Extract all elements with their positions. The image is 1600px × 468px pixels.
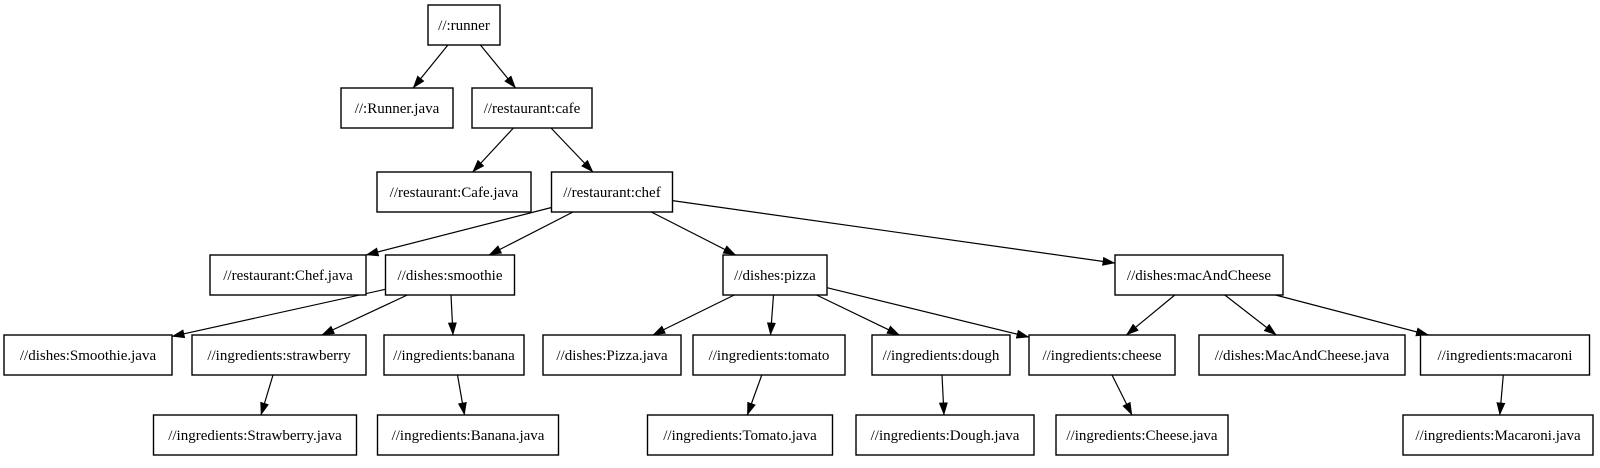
- node-label-dough: //ingredients:dough: [883, 348, 1000, 364]
- edge-pizza-to-dough: [816, 294, 900, 336]
- node-label-banana_java: //ingredients:Banana.java: [392, 428, 545, 444]
- node-box-dough: [871, 334, 1011, 376]
- node-label-smoothie_java: //dishes:Smoothie.java: [20, 348, 157, 364]
- node-runner_java: //:Runner.java: [340, 87, 454, 129]
- node-cheese: //ingredients:cheese: [1028, 334, 1176, 376]
- edge-cafe-to-chef: [550, 127, 594, 173]
- node-box-runner_java: [340, 87, 454, 129]
- node-label-macaroni_java: //ingredients:Macaroni.java: [1415, 428, 1581, 444]
- nodes-layer: //:runner //:Runner.java //restaurant:cafe…: [3, 4, 1594, 456]
- node-macandcheese_java: //dishes:MacAndCheese.java: [1198, 334, 1406, 376]
- node-box-smoothie_java: [3, 334, 173, 376]
- node-runner: //:runner: [427, 4, 501, 46]
- node-box-chef: [550, 171, 674, 213]
- node-box-macaroni_java: [1402, 414, 1594, 456]
- edge-macandcheese-to-cheese: [1125, 294, 1176, 336]
- node-label-dough_java: //ingredients:Dough.java: [871, 428, 1020, 444]
- node-box-tomato: [692, 334, 846, 376]
- node-box-cafe: [471, 87, 593, 129]
- edge-runner-to-cafe: [479, 44, 517, 89]
- node-box-pizza: [722, 254, 828, 296]
- node-box-macandcheese: [1114, 254, 1284, 296]
- node-macandcheese: //dishes:macAndCheese: [1114, 254, 1284, 296]
- node-label-macandcheese_java: //dishes:MacAndCheese.java: [1215, 348, 1390, 364]
- node-label-banana: //ingredients:banana: [393, 348, 515, 364]
- node-pizza_java: //dishes:Pizza.java: [542, 334, 682, 376]
- edge-strawberry-to-strawberry_java: [260, 374, 274, 416]
- node-label-tomato: //ingredients:tomato: [709, 348, 830, 364]
- node-banana_java: //ingredients:Banana.java: [376, 414, 560, 456]
- node-cafe_java: //restaurant:Cafe.java: [376, 171, 532, 213]
- edge-smoothie-to-strawberry: [321, 294, 408, 336]
- node-smoothie_java: //dishes:Smoothie.java: [3, 334, 173, 376]
- node-label-chef_java: //restaurant:Chef.java: [223, 268, 353, 284]
- node-macaroni_java: //ingredients:Macaroni.java: [1402, 414, 1594, 456]
- node-box-tomato_java: [646, 414, 834, 456]
- node-strawberry: //ingredients:strawberry: [191, 334, 367, 376]
- node-label-cafe_java: //restaurant:Cafe.java: [390, 185, 519, 201]
- node-label-macaroni: //ingredients:macaroni: [1438, 348, 1573, 364]
- node-label-runner_java: //:Runner.java: [355, 101, 440, 117]
- edge-chef-to-macandcheese: [672, 200, 1116, 266]
- edges-layer: [171, 44, 1506, 416]
- node-box-cafe_java: [376, 171, 532, 213]
- node-banana: //ingredients:banana: [383, 334, 525, 376]
- node-label-runner: //:runner: [438, 18, 490, 34]
- node-label-strawberry_java: //ingredients:Strawberry.java: [168, 428, 342, 444]
- node-box-strawberry: [191, 334, 367, 376]
- edge-pizza-to-tomato: [766, 294, 776, 336]
- edge-banana-to-banana_java: [456, 374, 467, 416]
- node-dough_java: //ingredients:Dough.java: [855, 414, 1035, 456]
- edge-macandcheese-to-macandcheese_java: [1224, 294, 1277, 336]
- edge-pizza-to-pizza_java: [652, 294, 735, 336]
- node-tomato_java: //ingredients:Tomato.java: [646, 414, 834, 456]
- edge-chef-to-chef_java: [365, 206, 552, 257]
- node-label-chef: //restaurant:chef: [563, 185, 660, 201]
- edge-pizza-to-cheese: [826, 287, 1030, 339]
- node-box-macandcheese_java: [1198, 334, 1406, 376]
- edge-runner-to-runner_java: [412, 44, 449, 89]
- edge-smoothie-to-smoothie_java: [171, 288, 386, 339]
- node-label-tomato_java: //ingredients:Tomato.java: [663, 428, 817, 444]
- node-box-cheese: [1028, 334, 1176, 376]
- node-label-strawberry: //ingredients:strawberry: [207, 348, 351, 364]
- node-label-macandcheese: //dishes:macAndCheese: [1127, 268, 1271, 284]
- node-label-pizza_java: //dishes:Pizza.java: [556, 348, 668, 364]
- edge-chef-to-smoothie: [488, 211, 574, 256]
- node-cafe: //restaurant:cafe: [471, 87, 593, 129]
- node-box-pizza_java: [542, 334, 682, 376]
- node-label-smoothie: //dishes:smoothie: [398, 268, 503, 284]
- node-label-cheese: //ingredients:cheese: [1042, 348, 1161, 364]
- node-smoothie: //dishes:smoothie: [384, 254, 516, 296]
- node-box-runner: [427, 4, 501, 46]
- edge-macaroni-to-macaroni_java: [1496, 374, 1506, 416]
- node-chef_java: //restaurant:Chef.java: [209, 254, 367, 296]
- node-box-banana: [383, 334, 525, 376]
- node-macaroni: //ingredients:macaroni: [1419, 334, 1591, 376]
- node-label-pizza: //dishes:pizza: [734, 268, 816, 284]
- node-pizza: //dishes:pizza: [722, 254, 828, 296]
- node-box-macaroni: [1419, 334, 1591, 376]
- node-box-cheese_java: [1055, 414, 1229, 456]
- node-tomato: //ingredients:tomato: [692, 334, 846, 376]
- node-label-cheese_java: //ingredients:Cheese.java: [1066, 428, 1218, 444]
- node-cheese_java: //ingredients:Cheese.java: [1055, 414, 1229, 456]
- edge-tomato-to-tomato_java: [746, 374, 763, 416]
- node-label-cafe: //restaurant:cafe: [484, 101, 581, 117]
- edge-dough-to-dough_java: [938, 374, 948, 416]
- edge-cheese-to-cheese_java: [1111, 374, 1133, 416]
- edge-macandcheese-to-macaroni: [1275, 294, 1429, 337]
- node-box-banana_java: [376, 414, 560, 456]
- node-box-chef_java: [209, 254, 367, 296]
- node-strawberry_java: //ingredients:Strawberry.java: [152, 414, 358, 456]
- node-box-dough_java: [855, 414, 1035, 456]
- edge-chef-to-pizza: [651, 211, 737, 256]
- node-dough: //ingredients:dough: [871, 334, 1011, 376]
- node-box-strawberry_java: [152, 414, 358, 456]
- edge-smoothie-to-banana: [447, 294, 457, 336]
- node-box-smoothie: [384, 254, 516, 296]
- node-chef: //restaurant:chef: [550, 171, 674, 213]
- edge-cafe-to-cafe_java: [472, 127, 514, 173]
